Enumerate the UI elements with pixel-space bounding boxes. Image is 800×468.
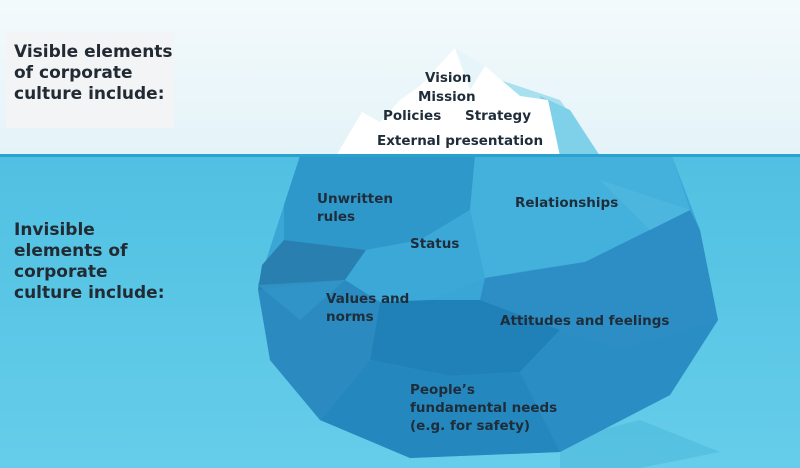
label-fundamental-needs: People’s fundamental needs (e.g. for saf… bbox=[410, 381, 557, 435]
iceberg-underwater bbox=[258, 156, 718, 458]
invisible-heading: Invisible elements of corporate culture … bbox=[14, 220, 165, 304]
label-strategy: Strategy bbox=[465, 108, 532, 124]
invisible-heading-line-3: corporate bbox=[14, 262, 108, 282]
label-vision: Vision bbox=[425, 70, 472, 86]
invisible-heading-line-1: Invisible bbox=[14, 220, 95, 240]
invisible-heading-line-4: culture include: bbox=[14, 283, 165, 303]
visible-heading: Visible elements of corporate culture in… bbox=[14, 42, 173, 105]
label-fundamental-needs-line-1: People’s bbox=[410, 382, 475, 398]
label-fundamental-needs-line-3: (e.g. for safety) bbox=[410, 418, 531, 434]
label-values-norms-line-1: Values and bbox=[326, 291, 410, 307]
label-unwritten-rules-line-1: Unwritten bbox=[317, 191, 394, 207]
invisible-heading-line-2: elements of bbox=[14, 241, 128, 261]
label-policies: Policies bbox=[383, 108, 442, 124]
iceberg-tip bbox=[336, 48, 600, 156]
label-attitudes-feelings: Attitudes and feelings bbox=[500, 313, 670, 329]
visible-heading-line-2: of corporate bbox=[14, 63, 133, 83]
label-mission: Mission bbox=[418, 89, 476, 105]
visible-heading-line-1: Visible elements bbox=[14, 42, 173, 62]
iceberg-shadow bbox=[560, 420, 720, 468]
label-unwritten-rules: Unwritten rules bbox=[317, 190, 393, 226]
label-values-norms-line-2: norms bbox=[326, 309, 374, 325]
label-relationships: Relationships bbox=[515, 195, 619, 211]
waterline bbox=[0, 154, 800, 157]
label-external-presentation: External presentation bbox=[377, 133, 544, 149]
visible-label-panel bbox=[6, 32, 174, 128]
label-unwritten-rules-line-2: rules bbox=[317, 209, 356, 225]
visible-heading-line-3: culture include: bbox=[14, 84, 165, 104]
label-status: Status bbox=[410, 236, 460, 252]
label-values-norms: Values and norms bbox=[326, 290, 409, 326]
label-fundamental-needs-line-2: fundamental needs bbox=[410, 400, 558, 416]
